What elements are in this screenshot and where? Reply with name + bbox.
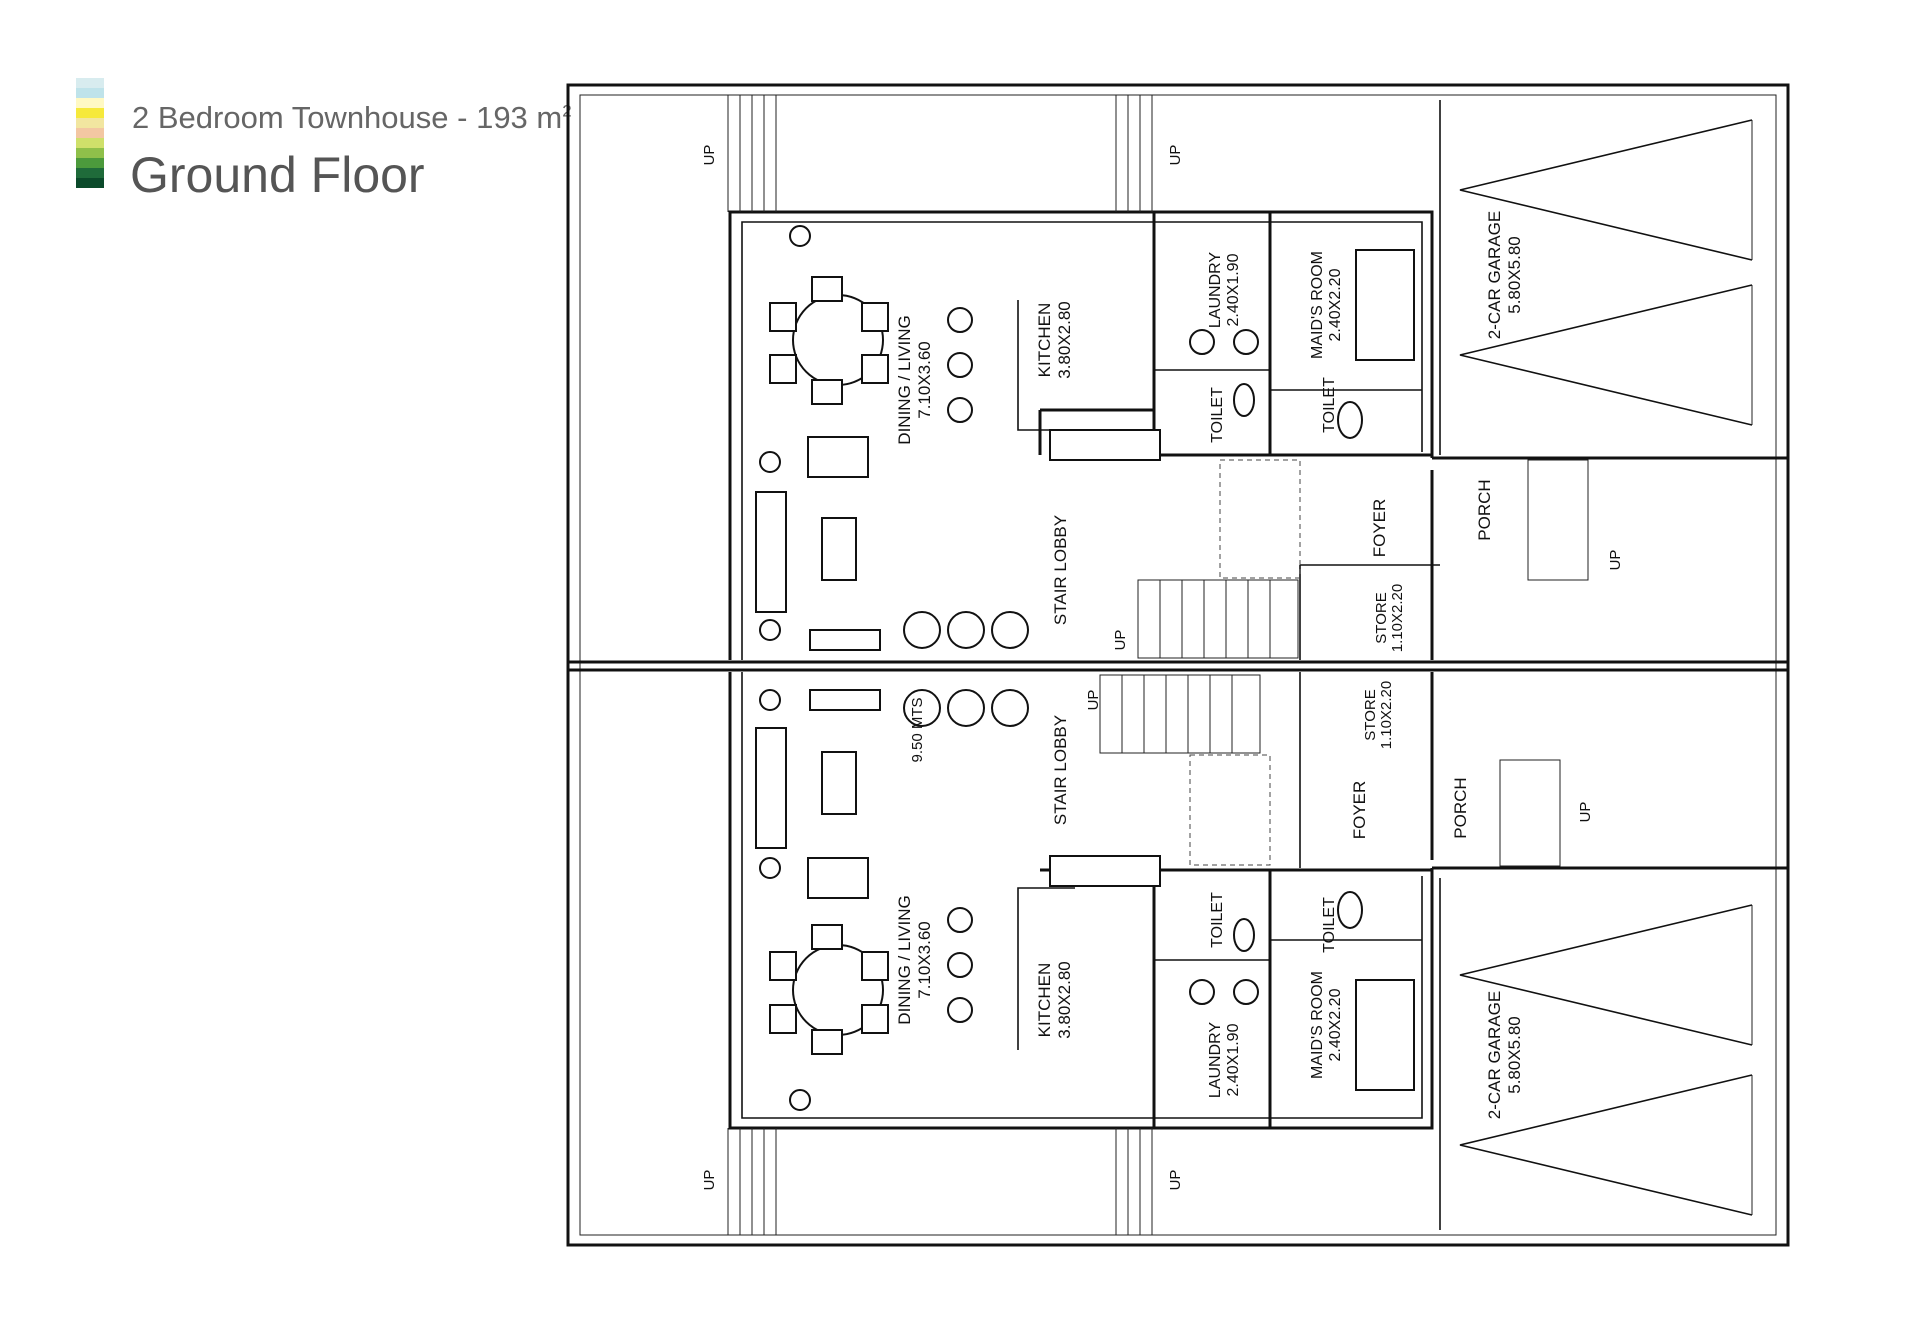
dim-store-a: 1.10X2.20 xyxy=(1389,584,1406,652)
label-stair-lobby-b: STAIR LOBBY xyxy=(1051,715,1070,825)
color-swatch xyxy=(76,118,104,128)
up-label: UP xyxy=(701,1170,718,1191)
steps-left xyxy=(727,95,777,212)
color-swatch xyxy=(76,88,104,98)
dim-dining-living-a: 7.10X3.60 xyxy=(915,341,934,419)
steps-middle xyxy=(1115,95,1153,212)
dim-laundry-b: 2.40X1.90 xyxy=(1225,1023,1242,1096)
dim-laundry-a: 2.40X1.90 xyxy=(1225,253,1242,326)
steps-middle-b xyxy=(1115,1128,1153,1235)
label-toilet-2-b: TOILET xyxy=(1321,897,1338,953)
dim-store-b: 1.10X2.20 xyxy=(1378,681,1395,749)
up-label: UP xyxy=(1085,690,1102,711)
label-dining-living-a: DINING / LIVING xyxy=(895,315,914,444)
label-foyer-a: FOYER xyxy=(1370,499,1389,558)
label-maids-room-a: MAID'S ROOM xyxy=(1309,251,1326,359)
label-kitchen-a: KITCHEN xyxy=(1035,303,1054,378)
up-label: UP xyxy=(1112,630,1129,651)
label-garage-a: 2-CAR GARAGE xyxy=(1485,211,1504,339)
label-toilet-1-b: TOILET xyxy=(1209,892,1226,948)
label-garage-b: 2-CAR GARAGE xyxy=(1485,991,1504,1119)
label-store-a: STORE xyxy=(1373,592,1390,643)
label-store-b: STORE xyxy=(1362,689,1379,740)
color-swatch xyxy=(76,148,104,158)
label-dining-living-b: DINING / LIVING xyxy=(895,895,914,1024)
label-foyer-b: FOYER xyxy=(1350,781,1369,840)
unit-a xyxy=(727,95,1788,660)
color-swatch xyxy=(76,138,104,148)
label-laundry-b: LAUNDRY xyxy=(1207,1022,1224,1099)
dim-maids-room-b: 2.40X2.20 xyxy=(1327,988,1344,1061)
label-porch-a: PORCH xyxy=(1475,479,1494,540)
label-kitchen-b: KITCHEN xyxy=(1035,963,1054,1038)
color-swatch xyxy=(76,98,104,108)
dim-kitchen-b: 3.80X2.80 xyxy=(1055,961,1074,1039)
label-porch-b: PORCH xyxy=(1451,777,1470,838)
color-swatch xyxy=(76,128,104,138)
site-boundary xyxy=(566,83,1790,1247)
up-label: UP xyxy=(701,145,718,166)
up-label: UP xyxy=(1607,550,1624,571)
dim-garage-b: 5.80X5.80 xyxy=(1505,1016,1524,1094)
label-maids-room-b: MAID'S ROOM xyxy=(1309,971,1326,1079)
up-label: UP xyxy=(1167,145,1184,166)
steps-left-b xyxy=(727,1128,777,1235)
dimension-note: 9.50 MTS xyxy=(909,697,926,762)
dim-maids-room-a: 2.40X2.20 xyxy=(1327,268,1344,341)
plan-title: Ground Floor xyxy=(130,147,425,203)
color-swatch xyxy=(76,158,104,168)
unit-b xyxy=(727,672,1788,1235)
dim-dining-living-b: 7.10X3.60 xyxy=(915,921,934,999)
color-swatch xyxy=(76,108,104,118)
color-swatch xyxy=(76,78,104,88)
dim-kitchen-a: 3.80X2.80 xyxy=(1055,301,1074,379)
up-markers: UP UP UP UP UP UP UP UP xyxy=(701,145,1624,1191)
label-toilet-1-a: TOILET xyxy=(1209,387,1226,443)
color-swatch xyxy=(76,168,104,178)
plan-subtitle: 2 Bedroom Townhouse - 193 m2 xyxy=(132,100,572,135)
label-stair-lobby-a: STAIR LOBBY xyxy=(1051,515,1070,625)
up-label: UP xyxy=(1577,802,1594,823)
dim-garage-a: 5.80X5.80 xyxy=(1505,236,1524,314)
label-laundry-a: LAUNDRY xyxy=(1207,252,1224,329)
label-toilet-2-a: TOILET xyxy=(1321,377,1338,433)
up-label: UP xyxy=(1167,1170,1184,1191)
color-swatch xyxy=(76,178,104,188)
